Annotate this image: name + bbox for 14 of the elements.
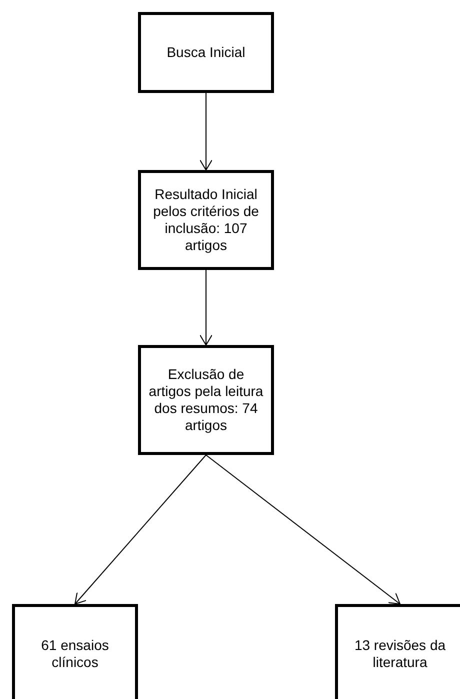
box-label: 13 revisões da literatura xyxy=(353,637,447,671)
box-label: Exclusão de artigos pela leitura dos resumos: 74 artigos xyxy=(148,366,264,434)
box-label: Busca Inicial xyxy=(166,44,246,61)
arrow xyxy=(74,454,206,604)
process-box xyxy=(138,345,274,455)
process-box xyxy=(138,170,274,270)
arrow xyxy=(200,270,212,346)
box-label: 61 ensaios clínicos xyxy=(40,637,110,671)
process-box xyxy=(138,12,274,93)
box-label: Resultado Inicial pelos critérios de inclusão: 107 artigos xyxy=(152,186,260,254)
process-box xyxy=(12,604,138,699)
arrow xyxy=(200,92,212,170)
process-box xyxy=(335,604,460,699)
arrow xyxy=(206,454,400,604)
